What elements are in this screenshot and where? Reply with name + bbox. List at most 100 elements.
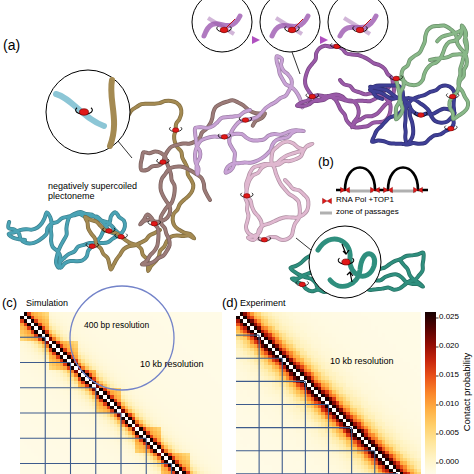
heatmap-cell bbox=[172, 312, 176, 316]
heatmap-cell bbox=[99, 427, 103, 431]
heatmap-cell bbox=[193, 420, 197, 424]
heatmap-cell bbox=[63, 402, 67, 406]
heatmap-cell bbox=[168, 409, 172, 413]
heatmap-cell bbox=[60, 323, 64, 327]
heatmap-cell bbox=[74, 352, 78, 356]
heatmap-cell bbox=[49, 377, 53, 381]
heatmap-cell bbox=[89, 312, 93, 316]
heatmap-cell bbox=[139, 341, 143, 345]
heatmap-cell bbox=[114, 402, 118, 406]
heatmap-cell bbox=[49, 417, 53, 421]
heatmap-cell bbox=[193, 330, 197, 334]
heatmap-cell bbox=[24, 323, 28, 327]
heatmap-cell bbox=[24, 355, 28, 359]
heatmap-cell bbox=[89, 438, 93, 442]
heatmap-cell bbox=[85, 316, 89, 320]
heatmap-cell bbox=[24, 337, 28, 341]
heatmap-cell bbox=[172, 391, 176, 395]
heatmap-cell bbox=[49, 323, 53, 327]
heatmap-cell bbox=[74, 337, 78, 341]
heatmap-cell bbox=[135, 431, 139, 435]
heatmap-cell bbox=[150, 438, 154, 442]
heatmap-cell bbox=[117, 384, 121, 388]
heatmap-cell bbox=[150, 424, 154, 428]
heatmap-cell bbox=[85, 352, 89, 356]
heatmap-cell bbox=[27, 323, 31, 327]
heatmap-cell bbox=[215, 427, 219, 431]
heatmap-cell bbox=[85, 363, 89, 367]
heatmap-cell bbox=[45, 438, 49, 442]
heatmap-cell bbox=[179, 330, 183, 334]
heatmap-cell bbox=[63, 363, 67, 367]
heatmap-cell bbox=[161, 312, 165, 316]
heatmap-cell bbox=[179, 341, 183, 345]
heatmap-cell bbox=[96, 424, 100, 428]
heatmap-cell bbox=[125, 402, 129, 406]
heatmap-cell bbox=[190, 427, 194, 431]
heatmap-cell bbox=[110, 316, 114, 320]
heatmap-cell bbox=[110, 334, 114, 338]
heatmap-cell bbox=[200, 431, 204, 435]
heatmap-cell bbox=[114, 413, 118, 417]
heatmap-cell bbox=[85, 417, 89, 421]
heatmap-cell bbox=[200, 435, 204, 439]
heatmap-cell bbox=[38, 330, 42, 334]
heatmap-cell bbox=[208, 326, 212, 330]
heatmap-cell bbox=[99, 431, 103, 435]
heatmap-cell bbox=[218, 334, 222, 338]
heatmap-cell bbox=[161, 337, 165, 341]
heatmap-cell bbox=[117, 344, 121, 348]
heatmap-cell bbox=[146, 395, 150, 399]
heatmap-cell bbox=[175, 417, 179, 421]
heatmap-cell bbox=[168, 435, 172, 439]
heatmap-cell bbox=[218, 395, 222, 399]
heatmap-cell bbox=[27, 352, 31, 356]
heatmap-cell bbox=[74, 402, 78, 406]
heatmap-cell bbox=[103, 391, 107, 395]
heatmap-cell bbox=[190, 319, 194, 323]
heatmap-cell bbox=[49, 395, 53, 399]
heatmap-cell bbox=[117, 312, 121, 316]
heatmap-cell bbox=[190, 409, 194, 413]
heatmap-cell bbox=[89, 413, 93, 417]
heatmap-cell bbox=[60, 366, 64, 370]
heatmap-cell bbox=[103, 395, 107, 399]
heatmap-cell bbox=[125, 312, 129, 316]
heatmap-cell bbox=[20, 348, 24, 352]
heatmap-cell bbox=[175, 334, 179, 338]
heatmap-cell bbox=[135, 330, 139, 334]
heatmap-cell bbox=[146, 417, 150, 421]
heatmap-cell bbox=[107, 381, 111, 385]
heatmap-cell bbox=[45, 312, 49, 316]
heatmap-cell bbox=[56, 413, 60, 417]
heatmap-cell bbox=[208, 352, 212, 356]
heatmap-cell bbox=[38, 316, 42, 320]
heatmap-cell bbox=[60, 402, 64, 406]
heatmap-cell bbox=[103, 337, 107, 341]
heatmap-cell bbox=[211, 330, 215, 334]
heatmap-cell bbox=[20, 431, 24, 435]
heatmap-cell bbox=[168, 326, 172, 330]
heatmap-cell bbox=[125, 381, 129, 385]
heatmap-cell bbox=[74, 413, 78, 417]
heatmap-cell bbox=[45, 344, 49, 348]
heatmap-cell bbox=[208, 406, 212, 410]
heatmap-cell bbox=[121, 355, 125, 359]
simulation-heatmap bbox=[20, 312, 222, 474]
heatmap-cell bbox=[161, 435, 165, 439]
heatmap-cell bbox=[128, 373, 132, 377]
heatmap-cell bbox=[74, 381, 78, 385]
heatmap-cell bbox=[103, 388, 107, 392]
heatmap-cell bbox=[204, 406, 208, 410]
heatmap-cell bbox=[38, 370, 42, 374]
heatmap-cell bbox=[121, 427, 125, 431]
heatmap-cell bbox=[164, 337, 168, 341]
heatmap-cell bbox=[38, 373, 42, 377]
heatmap-cell bbox=[132, 348, 136, 352]
heatmap-cell bbox=[63, 417, 67, 421]
heatmap-cell bbox=[135, 406, 139, 410]
heatmap-cell bbox=[81, 406, 85, 410]
heatmap-cell bbox=[117, 348, 121, 352]
heatmap-cell bbox=[135, 409, 139, 413]
heatmap-cell bbox=[182, 431, 186, 435]
